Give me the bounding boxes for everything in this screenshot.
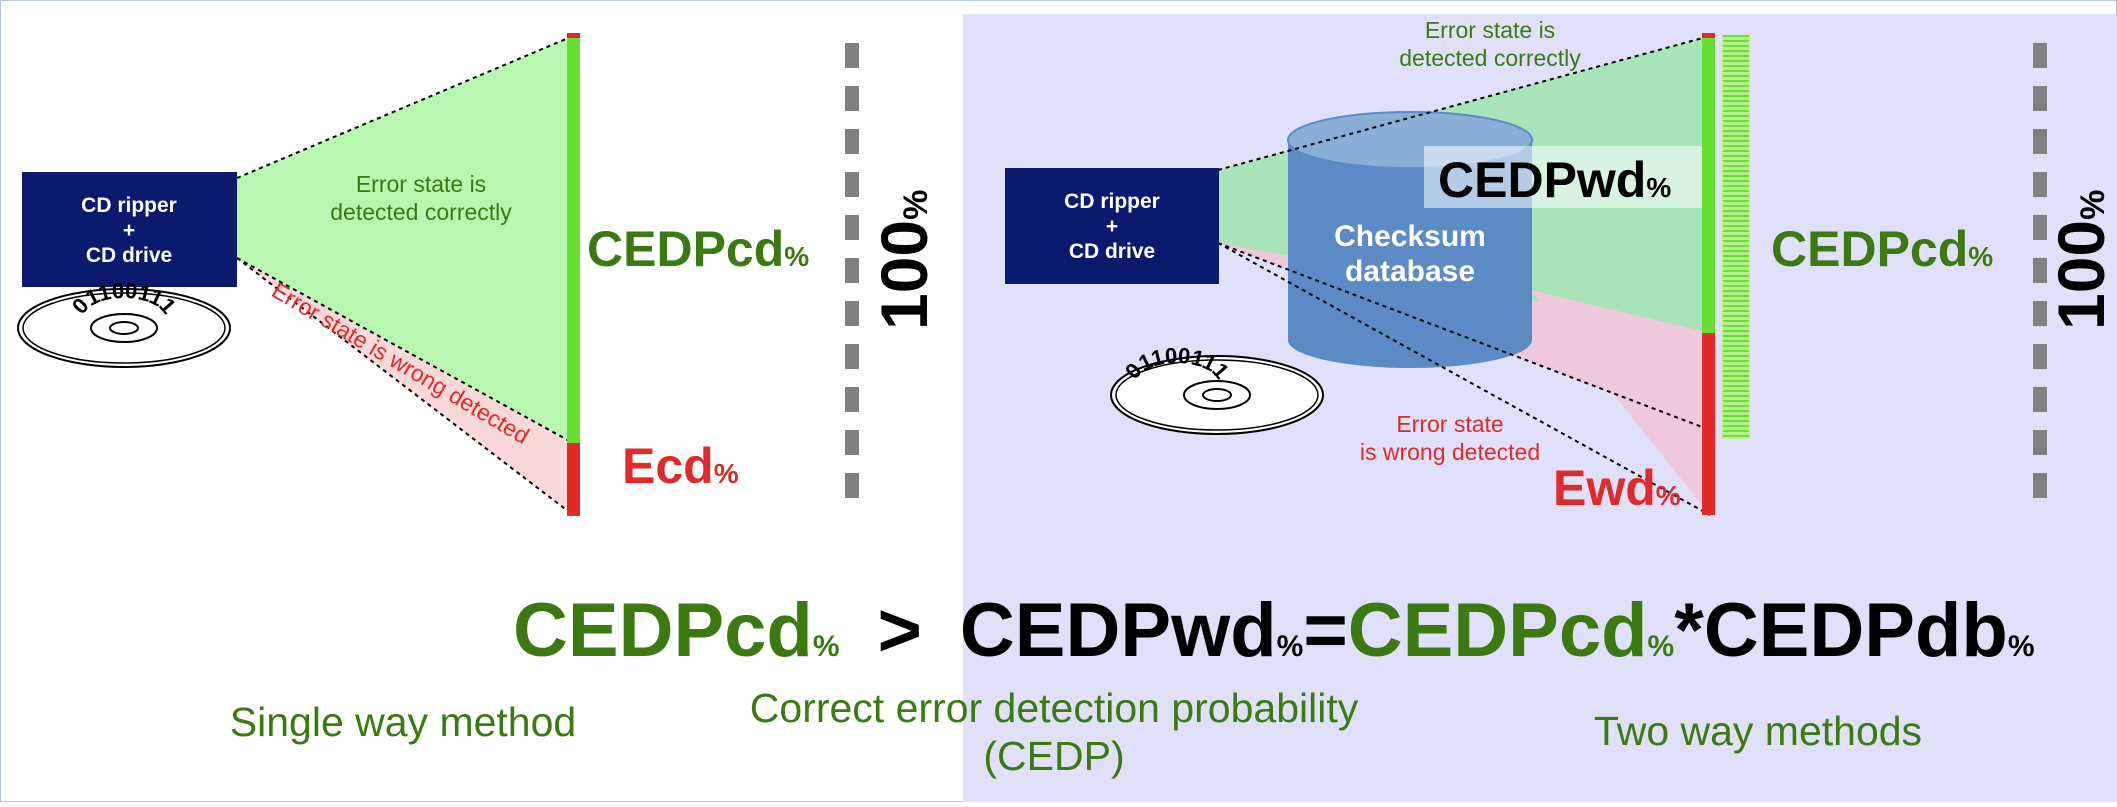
correct-detection-cone bbox=[237, 36, 573, 443]
cedpwd-highlight bbox=[1424, 146, 1704, 208]
plus-label: + bbox=[123, 219, 135, 242]
correct-bar bbox=[567, 38, 580, 443]
ecd-label: Ecd% bbox=[622, 438, 739, 494]
single-way-method-label: Single way method bbox=[230, 699, 576, 745]
correct-detection-label-line2: detected correctly bbox=[330, 199, 512, 225]
correct-detection-label-line1: Error state is bbox=[356, 171, 486, 197]
two-way-diagram: Checksum database CEDPwd% CD ripper + CD… bbox=[1005, 17, 2117, 754]
cd-disc-icon: 01100111 bbox=[17, 278, 231, 368]
cedp-definition-line2: (CEDP) bbox=[983, 733, 1124, 779]
wrong-detection-label-right-line2: is wrong detected bbox=[1360, 439, 1540, 465]
plus-label-right: + bbox=[1106, 215, 1118, 238]
cd-ripper-box bbox=[22, 172, 237, 287]
hundred-percent-label-right: 100% bbox=[2044, 190, 2117, 330]
wrong-bar bbox=[567, 443, 580, 516]
cone-edge-top-right bbox=[1217, 35, 1711, 171]
two-way-methods-label: Two way methods bbox=[1594, 708, 1922, 754]
cone-edge-bottom-right bbox=[1217, 242, 1711, 516]
ewd-cone bbox=[1530, 290, 1710, 515]
cedp-definition-line1: Correct error detection probability bbox=[750, 685, 1359, 731]
ewd-label: Ewd% bbox=[1553, 460, 1681, 516]
cd-drive-label: CD drive bbox=[86, 244, 172, 267]
cd-ripper-label: CD ripper bbox=[81, 194, 177, 217]
wrong-detection-label-right-line1: Error state bbox=[1396, 411, 1503, 437]
cd-drive-label-right: CD drive bbox=[1069, 240, 1155, 263]
cedpcd-label-right: CEDPcd% bbox=[1771, 221, 1993, 277]
cone-edge-bottom bbox=[236, 257, 574, 516]
cedpcd-label: CEDPcd% bbox=[587, 221, 809, 277]
wrong-bar-right bbox=[1702, 333, 1715, 515]
bar-top-cap bbox=[567, 33, 580, 38]
cd-ripper-label-right: CD ripper bbox=[1064, 190, 1160, 213]
correct-detection-label-right-line1: Error state is bbox=[1425, 17, 1555, 43]
database-label-line1: Checksum bbox=[1334, 220, 1486, 253]
cd-ripper-box-right bbox=[1005, 168, 1219, 284]
database-label-line2: database bbox=[1345, 255, 1475, 288]
cedpwd-label: CEDPwd% bbox=[1438, 152, 1671, 208]
hundred-percent-label: 100% bbox=[867, 190, 941, 330]
correct-detection-label-right-line2: detected correctly bbox=[1399, 45, 1581, 71]
correct-bar-right bbox=[1702, 38, 1715, 333]
single-way-diagram: CD ripper + CD drive 01100111 Error stat… bbox=[17, 33, 941, 745]
cedp-formula: CEDPcd%>CEDPwd%=CEDPcd%*CEDPdb% bbox=[513, 588, 2035, 673]
bar-top-cap-right bbox=[1702, 33, 1715, 38]
